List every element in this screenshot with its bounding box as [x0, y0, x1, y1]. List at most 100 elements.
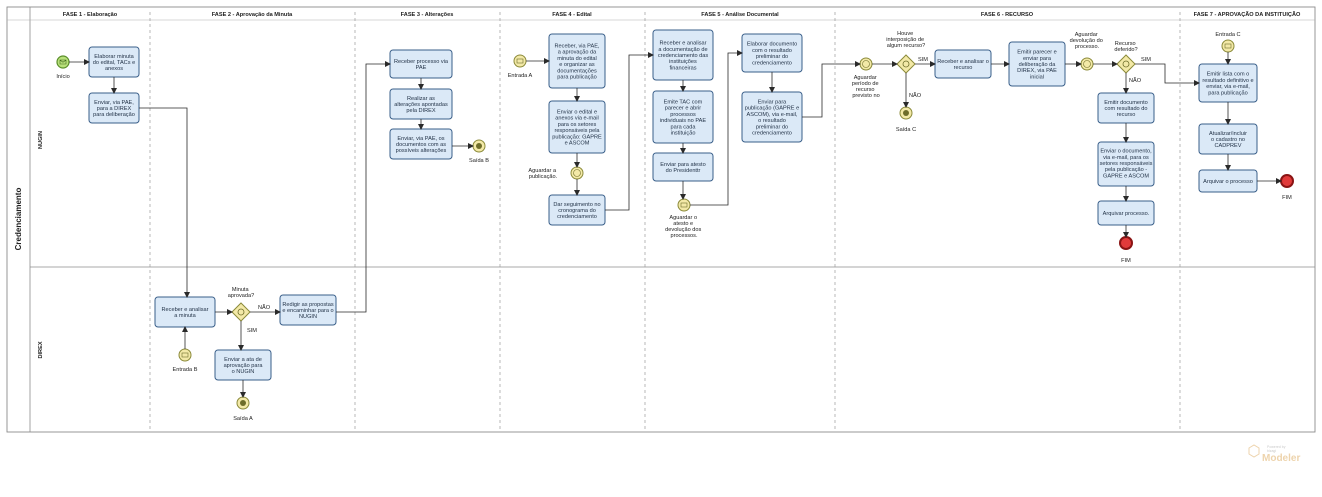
timer-aguardar-recurso — [859, 57, 873, 71]
label-houve-recurso: Houve interposição de algum recurso? — [886, 31, 926, 49]
label-aguardar-devolucao: Aguardar devolução do processo. — [1070, 32, 1105, 50]
entrada-c-event — [1221, 39, 1235, 53]
phase-header-4: FASE 4 - Edital — [552, 12, 592, 18]
phase-separators — [149, 12, 1181, 432]
label-sim-2: SIM — [918, 57, 928, 63]
saida-a-event — [236, 396, 250, 410]
label-saida-c: Saída C — [896, 127, 916, 133]
end-event-2 — [1280, 174, 1294, 188]
label-aguardar-recurso: Aguardar período de recurso previsto no — [852, 75, 880, 99]
phase-header-1: FASE 1 - Elaboração — [63, 12, 118, 18]
task-label: Arquivar o processo — [1203, 179, 1253, 185]
saida-c-event — [899, 106, 913, 120]
timer-aguardar-devolucao — [1080, 57, 1094, 71]
phase-headers: FASE 1 - Elaboração FASE 2 - Aprovação d… — [63, 11, 1301, 18]
label-recurso-deferido: Recurso deferido? — [1114, 41, 1137, 53]
timer-aguardar-publicacao — [570, 166, 584, 180]
label-inicio: Início — [56, 74, 69, 80]
lane-label-direx: DIREX — [38, 341, 44, 358]
phase-header-3: FASE 3 - Alterações — [401, 12, 454, 18]
label-nao-2: NÃO — [909, 92, 922, 99]
task-label: Arquivar processo. — [1103, 211, 1150, 217]
label-nao-3: NÃO — [1129, 77, 1142, 84]
label-fim-2: FIM — [1282, 195, 1292, 201]
sequence-flows — [69, 50, 1282, 398]
label-sim-3: SIM — [1141, 57, 1151, 63]
label-entrada-a: Entrada A — [508, 73, 533, 79]
label-nao-1: NÃO — [258, 304, 271, 311]
label-sim-1: SIM — [247, 328, 257, 334]
entrada-a-event — [513, 54, 527, 68]
label-saida-a: Saída A — [233, 416, 253, 422]
watermark-product: Modeler — [1262, 453, 1300, 464]
start-event — [56, 55, 70, 69]
task[interactable]: Arquivar processo. — [1097, 200, 1155, 226]
end-event-1 — [1119, 236, 1133, 250]
gateway-recurso-deferido — [1116, 54, 1136, 74]
entrada-b-event — [178, 348, 192, 362]
phase-header-5: FASE 5 - Análise Documental — [701, 12, 779, 18]
watermark-brand: bizagi — [1267, 449, 1276, 453]
pool-label: Credenciamento — [14, 188, 23, 251]
bizagi-logo-icon — [1248, 444, 1260, 458]
message-aguardar-atesto — [677, 198, 691, 212]
label-fim-1: FIM — [1121, 258, 1131, 264]
task[interactable]: Arquivar o processo — [1198, 169, 1258, 193]
saida-b-event — [472, 139, 486, 153]
phase-header-6: FASE 6 - RECURSO — [981, 12, 1034, 18]
watermark-powered: Powered by — [1267, 445, 1286, 449]
label-aguardar-atesto: Aguardar o atesto e devolução dos proces… — [665, 215, 703, 239]
bizagi-watermark: Powered by bizagi Modeler — [1248, 444, 1300, 464]
phase-header-2: FASE 2 - Aprovação da Minuta — [212, 12, 293, 18]
label-minuta-aprovada: Minuta aprovada? — [228, 287, 254, 299]
label-entrada-c: Entrada C — [1215, 32, 1240, 38]
label-entrada-b: Entrada B — [173, 367, 198, 373]
phase-header-7: FASE 7 - APROVAÇÃO DA INSTITUIÇÃO — [1194, 11, 1301, 18]
